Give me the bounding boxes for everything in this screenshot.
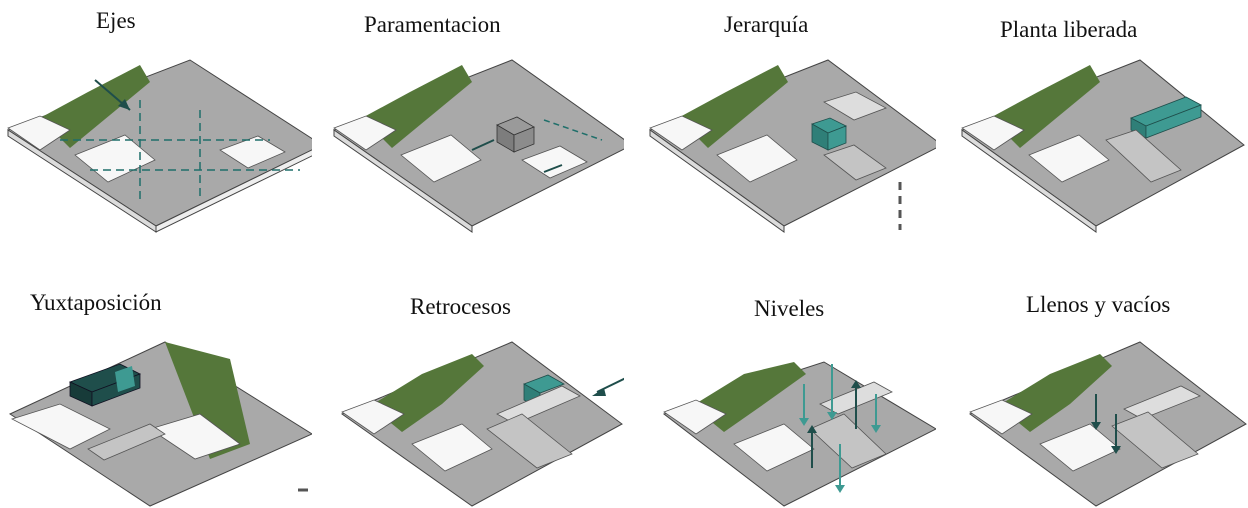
panel-label: Yuxtaposición	[30, 290, 162, 315]
site-model	[648, 59, 936, 233]
massing-diagram-planta-liberada	[960, 59, 1245, 233]
site-model	[968, 341, 1247, 507]
site-model	[332, 59, 624, 233]
massing-diagram-paramentacion	[332, 59, 624, 233]
panel-label: Jerarquía	[724, 12, 809, 37]
panel-niveles: Niveles	[624, 254, 936, 508]
site-model	[8, 341, 312, 507]
panel-llenos-y-vacios: Llenos y vacíos	[936, 254, 1248, 508]
massing-diagram-llenos-y-vacios	[968, 341, 1247, 507]
massing-diagram-jerarquia	[648, 59, 936, 233]
panel-label: Niveles	[754, 296, 825, 321]
panel-ejes: Ejes	[0, 0, 312, 254]
massing-diagram-ejes	[6, 59, 312, 233]
site-model	[960, 59, 1245, 233]
massing-diagram-retrocesos	[340, 341, 624, 507]
panel-label: Ejes	[96, 8, 136, 33]
panel-yuxtaposicion: Yuxtaposición	[0, 254, 312, 508]
site-model	[662, 361, 936, 507]
panel-jerarquia: Jerarquía	[624, 0, 936, 254]
panel-retrocesos: Retrocesos	[312, 254, 624, 508]
site-model	[340, 341, 624, 507]
site-model	[6, 59, 312, 233]
massing-diagram-yuxtaposicion	[8, 341, 312, 507]
panel-label: Planta liberada	[1000, 17, 1138, 42]
panel-label: Paramentacion	[364, 12, 501, 37]
panel-label: Retrocesos	[410, 294, 511, 319]
massing-diagram-niveles	[662, 361, 936, 507]
panel-paramentacion: Paramentacion	[312, 0, 624, 254]
panel-planta-liberada: Planta liberada	[936, 0, 1248, 254]
panel-label: Llenos y vacíos	[1026, 292, 1171, 317]
